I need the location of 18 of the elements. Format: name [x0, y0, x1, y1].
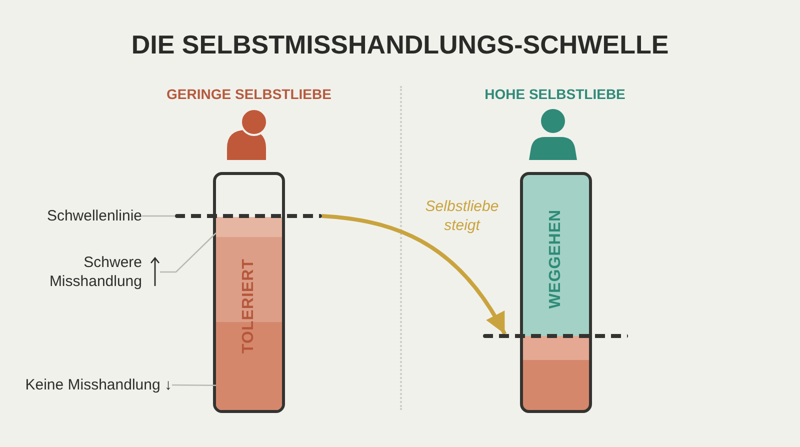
threshold-line: [483, 334, 628, 338]
callout-text: Keine Misshandlung ↓: [25, 376, 172, 394]
title: DIE SELBSTMISSHANDLUNGS-SCHWELLE: [131, 30, 669, 60]
threshold-line: [175, 214, 322, 218]
curved-arrow: [322, 214, 506, 335]
tube: [520, 172, 592, 413]
column-heading: GERINGE SELBSTLIEBE: [166, 86, 332, 102]
vertical-label: WEGGEHEN: [547, 209, 565, 309]
callout-text: Schwere Misshandlung: [48, 253, 142, 291]
fill-segment: [216, 217, 282, 237]
tube: [213, 172, 285, 413]
leader-line: [160, 232, 216, 273]
leader-line: [142, 215, 175, 217]
vertical-label: TOLERIERT: [240, 258, 258, 354]
callout-text: Schwellenlinie: [46, 206, 142, 226]
column-heading: HOHE SELBSTLIEBE: [484, 86, 626, 102]
leader-line: [172, 384, 216, 386]
edge-label: Selbstliebe steigt: [425, 197, 499, 235]
